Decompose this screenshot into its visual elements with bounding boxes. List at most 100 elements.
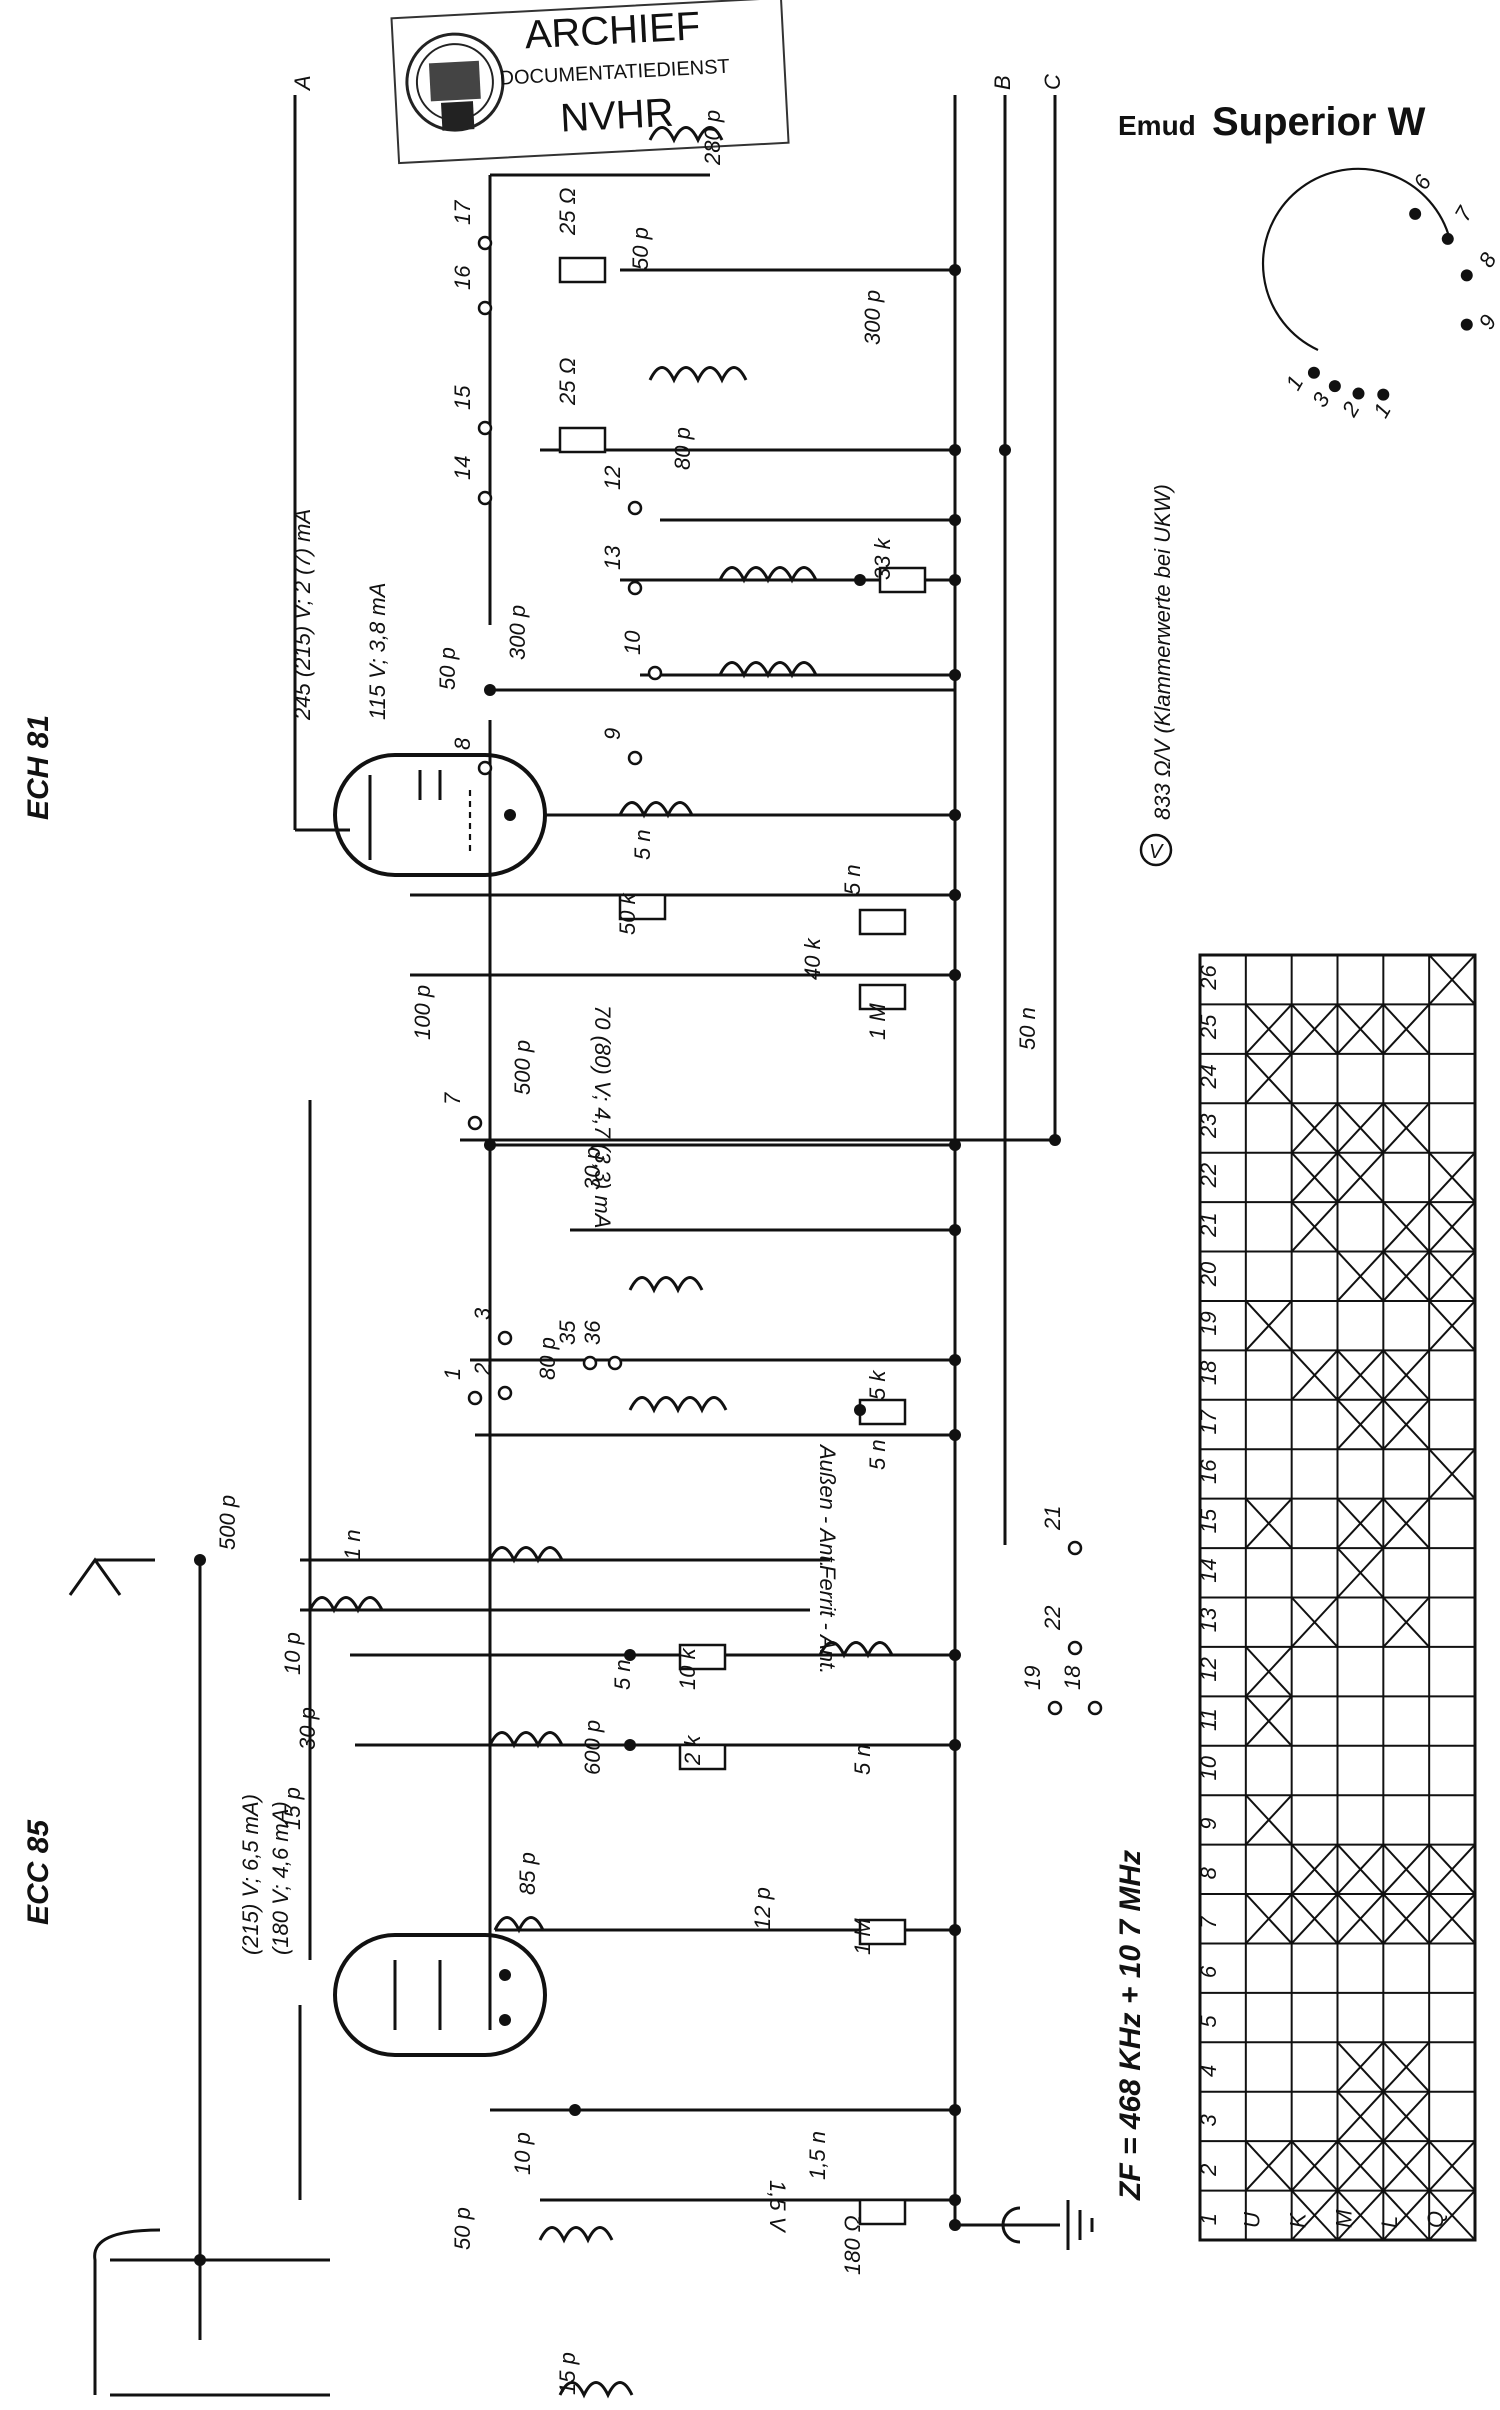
bus-lines: A B C (290, 74, 1065, 2225)
junction-dot (949, 574, 961, 586)
junction-dot (949, 1649, 961, 1661)
table-column-header: 17 (1196, 1409, 1221, 1434)
component-value-label: 10 p (510, 2132, 535, 2175)
component-value-label: 600 p (580, 1720, 605, 1775)
component-value-label: 30 p (580, 1147, 605, 1190)
switch-pin-number: 36 (580, 1320, 605, 1345)
table-cross-mark (1382, 1497, 1430, 1549)
junction-dot (854, 1404, 866, 1416)
component-value-label: 300 p (860, 290, 885, 345)
table-cross-mark (1382, 1349, 1430, 1401)
junction-dot (949, 1354, 961, 1366)
table-cross-mark (1336, 1843, 1385, 1895)
ech81-anode-voltage: 245 (215) V; 2 (7) mA (290, 509, 315, 721)
table-cross-mark (1428, 1201, 1476, 1253)
table-cross-mark (1290, 1349, 1339, 1401)
socket-pin-dot (1307, 366, 1320, 379)
junction-dot (484, 684, 496, 696)
switch-contact (627, 580, 643, 596)
table-column-header: 24 (1196, 1064, 1221, 1089)
socket-pin-dot (1328, 380, 1341, 393)
table-cross-mark (1336, 2140, 1385, 2192)
table-cross-mark (1336, 1250, 1385, 1302)
component-value-label: 5 n (840, 864, 865, 895)
junction-dot (484, 1139, 496, 1151)
switch-pin-number: 2 (470, 1363, 495, 1376)
table-column-header: 22 (1196, 1163, 1221, 1188)
component-value-label: 5 n (610, 1659, 635, 1690)
title-block: Emud Superior W (1118, 100, 1426, 144)
switch-contact (607, 1355, 623, 1371)
junction-dot (949, 264, 961, 276)
table-cross-mark (1336, 2189, 1385, 2241)
switch-contact (477, 300, 493, 316)
table-row-header: Q (1423, 2211, 1448, 2228)
switch-contact (1087, 1700, 1103, 1716)
table-column-header: 15 (1196, 1508, 1221, 1533)
table-row-header: M (1331, 2209, 1356, 2228)
switch-pin-number: 17 (450, 200, 475, 225)
table-cross-mark (1336, 1893, 1385, 1945)
component-value-label: 5 n (630, 829, 655, 860)
switch-contact (467, 1115, 483, 1131)
tube-label-ecc85: ECC 85 (22, 1819, 55, 1925)
component-value-label: 50 p (628, 227, 653, 270)
switch-pin-number: 35 (555, 1320, 580, 1345)
table-cross-mark (1290, 1893, 1339, 1945)
junction-dot (1049, 1134, 1061, 1146)
table-cross-mark (1382, 1596, 1430, 1648)
table-cross-mark (1290, 1843, 1339, 1895)
socket-pin-label: 1 (1368, 399, 1396, 422)
table-cross-mark (1245, 1695, 1293, 1747)
switch-pin-number: 18 (1060, 1665, 1085, 1690)
table-cross-mark (1245, 1794, 1293, 1846)
junction-dot (854, 574, 866, 586)
component-value-label: 1,5 n (805, 2131, 830, 2180)
stamp-logo (405, 32, 505, 132)
junction-dot (194, 2254, 206, 2266)
switch-contact (647, 665, 663, 681)
switch-pin-number: 15 (450, 385, 475, 410)
table-cross-mark (1290, 2140, 1339, 2192)
junction-dot (949, 1224, 961, 1236)
table-cross-mark (1382, 2041, 1430, 2093)
table-cross-mark (1428, 1448, 1476, 1500)
table-column-header: 8 (1196, 1866, 1221, 1879)
table-cross-mark (1245, 1300, 1293, 1352)
component-value-label: 180 Ω (840, 2215, 865, 2275)
cathode-voltage: 1,5 V (765, 2180, 790, 2234)
switch-pin-number: 9 (600, 728, 625, 740)
component-value-label: 1 n (340, 1529, 365, 1560)
junction-dot (569, 2104, 581, 2116)
table-row-header: L (1377, 2216, 1402, 2228)
switch-position-table: 2625242322212019181716151413121110987654… (1196, 953, 1477, 2242)
table-cross-mark (1336, 1349, 1385, 1401)
table-cross-mark (1245, 1893, 1293, 1945)
switch-contact (627, 500, 643, 516)
junction-dot (949, 669, 961, 681)
switch-contact (477, 760, 493, 776)
stamp-line1: ARCHIEF (524, 4, 702, 57)
svg-text:V: V (1149, 841, 1164, 863)
junction-dot (624, 1649, 636, 1661)
table-column-header: 25 (1196, 1014, 1221, 1040)
table-cross-mark (1382, 1893, 1430, 1945)
socket-pin-dot (1352, 387, 1365, 400)
table-column-header: 18 (1196, 1360, 1221, 1385)
switch-contact (627, 750, 643, 766)
component-value-label: 10 p (280, 1632, 305, 1675)
table-cross-mark (1428, 1300, 1476, 1352)
component-value-label: 15 p (555, 2352, 580, 2395)
socket-pin-label: 9 (1474, 310, 1500, 333)
archive-stamp: ARCHIEF DOCUMENTATIEDIENST NVHR (390, 0, 790, 165)
junction-dot (949, 1429, 961, 1441)
switch-pin-number: 7 (440, 1092, 465, 1105)
table-cross-mark (1336, 1152, 1385, 1203)
table-cross-mark (1428, 2189, 1476, 2241)
table-cross-mark (1428, 1893, 1476, 1945)
table-column-header: 4 (1196, 2065, 1221, 2077)
table-column-header: 2 (1196, 2164, 1221, 2177)
resistors (558, 256, 927, 2226)
